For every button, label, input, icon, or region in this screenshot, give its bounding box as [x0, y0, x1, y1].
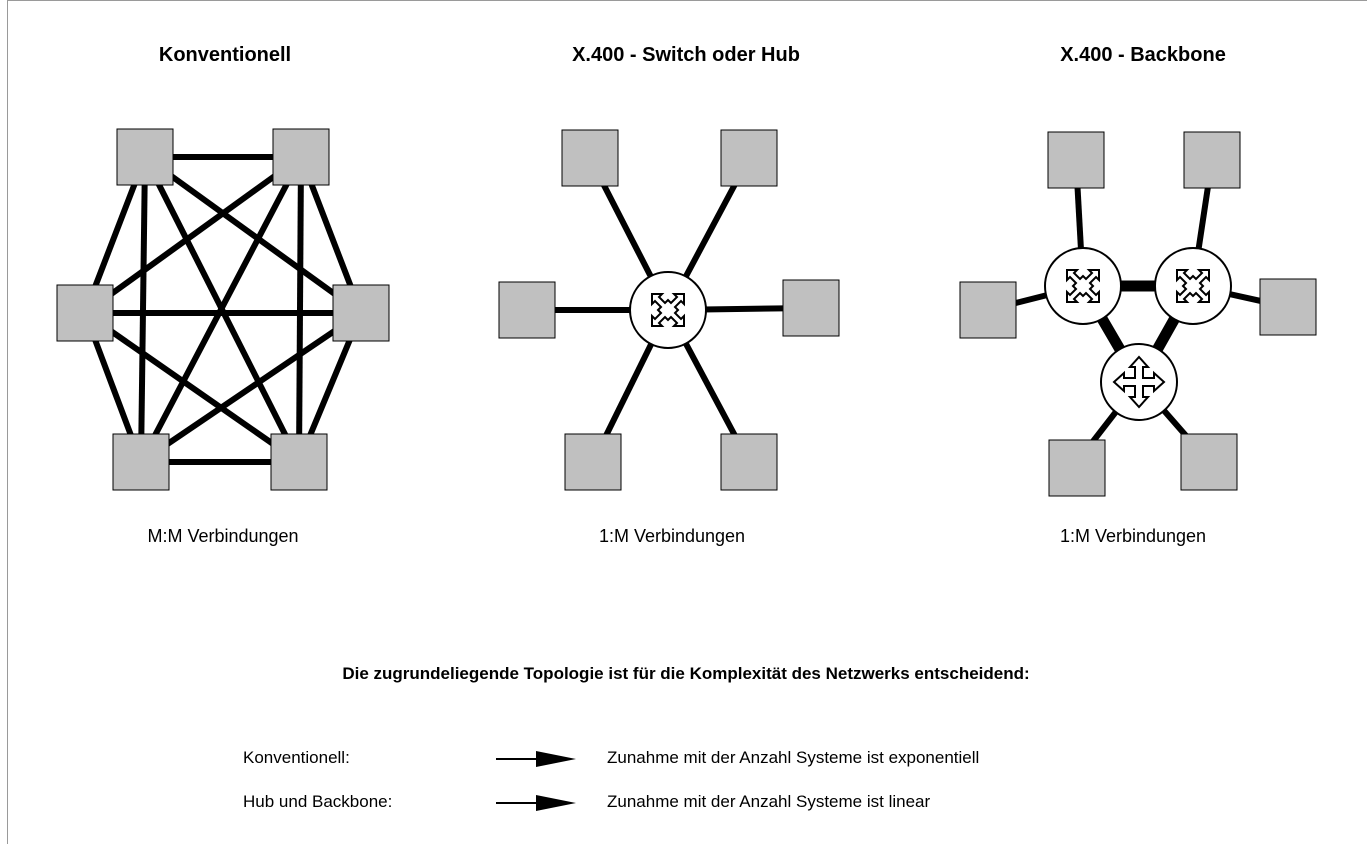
mesh-links	[82, 154, 364, 465]
backbone-switch-left	[1044, 247, 1122, 325]
system-node	[332, 284, 390, 342]
hub-section	[498, 129, 840, 491]
section-title-backbone: X.400 - Backbone	[1060, 44, 1226, 66]
system-node	[782, 279, 840, 337]
caption-backbone: 1:M Verbindungen	[1059, 526, 1207, 546]
system-node	[272, 128, 330, 186]
system-node	[1259, 278, 1317, 336]
row-label-hub-backbone: Hub und Backbone:	[243, 792, 393, 811]
system-node	[1180, 433, 1238, 491]
right-arrow-icon	[496, 751, 576, 767]
system-node	[56, 284, 114, 342]
backbone-section	[959, 131, 1317, 497]
row-text-conventional: Zunahme mit der Anzahl Systeme ist expon…	[607, 748, 980, 767]
system-node	[498, 281, 556, 339]
system-node	[561, 129, 619, 187]
system-node	[1183, 131, 1241, 189]
switch-x-arrows-icon	[1176, 269, 1210, 303]
row-text-hub-backbone: Zunahme mit der Anzahl Systeme ist linea…	[607, 792, 931, 811]
section-title-conventional: Konventionell	[158, 44, 292, 66]
system-node	[270, 433, 328, 491]
backbone-router	[1100, 343, 1178, 421]
system-node	[959, 281, 1017, 339]
section-title-hub: X.400 - Switch oder Hub	[572, 44, 800, 66]
system-node	[720, 433, 778, 491]
system-node	[564, 433, 622, 491]
diagram-frame	[7, 0, 1367, 844]
system-node	[116, 128, 174, 186]
mesh-section	[56, 128, 390, 491]
system-node	[720, 129, 778, 187]
caption-conventional: M:M Verbindungen	[147, 526, 299, 546]
row-label-conventional: Konventionell:	[243, 748, 350, 767]
system-node	[1048, 439, 1106, 497]
right-arrow-icon	[496, 795, 576, 811]
caption-hub: 1:M Verbindungen	[598, 526, 746, 546]
system-node	[1047, 131, 1105, 189]
summary-heading: Die zugrundeliegende Topologie ist für d…	[342, 664, 1030, 683]
hub-switch	[629, 271, 707, 349]
backbone-switch-right	[1154, 247, 1232, 325]
switch-x-arrows-icon	[1066, 269, 1100, 303]
system-node	[112, 433, 170, 491]
switch-x-arrows-icon	[651, 293, 685, 327]
